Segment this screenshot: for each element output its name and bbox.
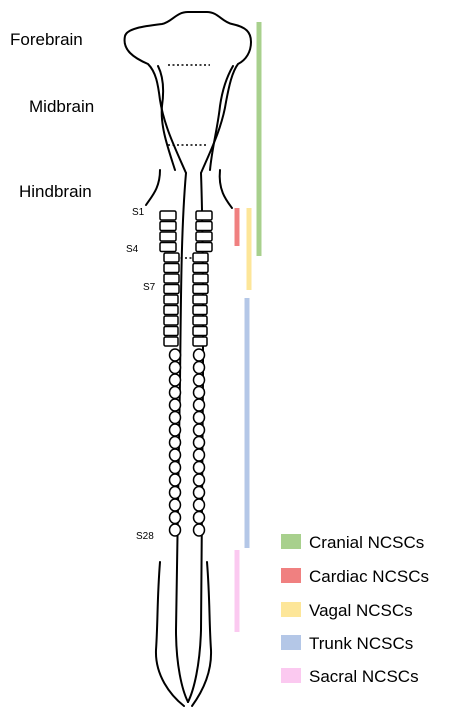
somite-right: [194, 449, 205, 461]
somite-left: [170, 499, 181, 511]
somite-right: [196, 243, 212, 252]
legend-label-cranial: Cranial NCSCs: [309, 533, 424, 552]
somite-left: [164, 327, 178, 336]
somite-left: [164, 274, 179, 283]
somite-left: [160, 222, 176, 231]
somite-left: [164, 264, 179, 273]
somite-left: [160, 243, 176, 252]
somite-right: [193, 337, 207, 346]
somite-right: [193, 274, 208, 283]
somite-right: [193, 264, 208, 273]
somite-right: [193, 253, 208, 262]
somite-left: [170, 362, 181, 374]
somites: [160, 211, 212, 536]
somite-left: [170, 512, 181, 524]
somite-left: [160, 232, 176, 241]
somite-right: [194, 362, 205, 374]
ncsc-domain-bars: [237, 22, 259, 632]
legend-swatch-trunk: [281, 635, 301, 650]
somite-left: [170, 412, 181, 424]
somite-left: [170, 349, 181, 361]
legend-label-cardiac: Cardiac NCSCs: [309, 567, 429, 586]
hindbrain-right-edge: [220, 170, 232, 208]
somite-left: [160, 211, 176, 220]
somite-right: [194, 412, 205, 424]
somite-left: [170, 424, 181, 436]
tailbud-left: [156, 562, 184, 706]
brain-region-labels: Forebrain Midbrain Hindbrain: [10, 30, 94, 201]
legend-swatch-vagal: [281, 602, 301, 617]
somite-left: [164, 306, 178, 315]
legend: Cranial NCSCs Cardiac NCSCs Vagal NCSCs …: [281, 533, 429, 686]
somite-left: [170, 399, 181, 411]
somite-label-s4: S4: [126, 244, 139, 255]
somite-right: [194, 399, 205, 411]
somite-right: [194, 474, 205, 486]
brain-inner-left: [158, 66, 175, 170]
legend-swatch-sacral: [281, 668, 301, 683]
somite-right: [194, 512, 205, 524]
legend-label-sacral: Sacral NCSCs: [309, 667, 419, 686]
somite-left: [164, 253, 179, 262]
somite-left: [164, 285, 179, 294]
embryo-outline: [125, 12, 251, 706]
somite-left: [164, 316, 178, 325]
somite-right: [193, 285, 208, 294]
somite-right: [194, 374, 205, 386]
somite-left: [170, 462, 181, 474]
somite-right: [196, 211, 212, 220]
somite-label-s28: S28: [136, 531, 154, 542]
somite-left: [170, 374, 181, 386]
somite-right: [196, 222, 212, 231]
somite-right: [193, 295, 207, 304]
somite-right: [194, 437, 205, 449]
somite-right: [194, 462, 205, 474]
somite-right: [193, 306, 207, 315]
legend-swatch-cardiac: [281, 568, 301, 583]
somite-left: [164, 337, 178, 346]
somite-left: [170, 487, 181, 499]
somite-left: [170, 437, 181, 449]
hindbrain-left-edge: [146, 170, 160, 205]
midbrain-label: Midbrain: [29, 97, 94, 116]
somite-right: [194, 349, 205, 361]
somite-left: [170, 449, 181, 461]
somite-right: [193, 327, 207, 336]
legend-swatch-cranial: [281, 534, 301, 549]
forebrain-label: Forebrain: [10, 30, 83, 49]
head-outline: [125, 12, 251, 173]
somite-right: [194, 499, 205, 511]
somite-right: [194, 524, 205, 536]
somite-left: [170, 524, 181, 536]
somite-right: [194, 424, 205, 436]
somite-right: [194, 387, 205, 399]
somite-right: [196, 232, 212, 241]
legend-label-vagal: Vagal NCSCs: [309, 601, 413, 620]
somite-label-s1: S1: [132, 207, 145, 218]
somite-labels: S1 S4 S7 S28: [126, 207, 156, 542]
somite-left: [170, 474, 181, 486]
somite-right: [194, 487, 205, 499]
brain-inner-right: [210, 66, 233, 170]
hindbrain-label: Hindbrain: [19, 182, 92, 201]
somite-label-s7: S7: [143, 282, 156, 293]
legend-label-trunk: Trunk NCSCs: [309, 634, 413, 653]
somite-right: [193, 316, 207, 325]
somite-left: [170, 387, 181, 399]
somite-left: [164, 295, 178, 304]
